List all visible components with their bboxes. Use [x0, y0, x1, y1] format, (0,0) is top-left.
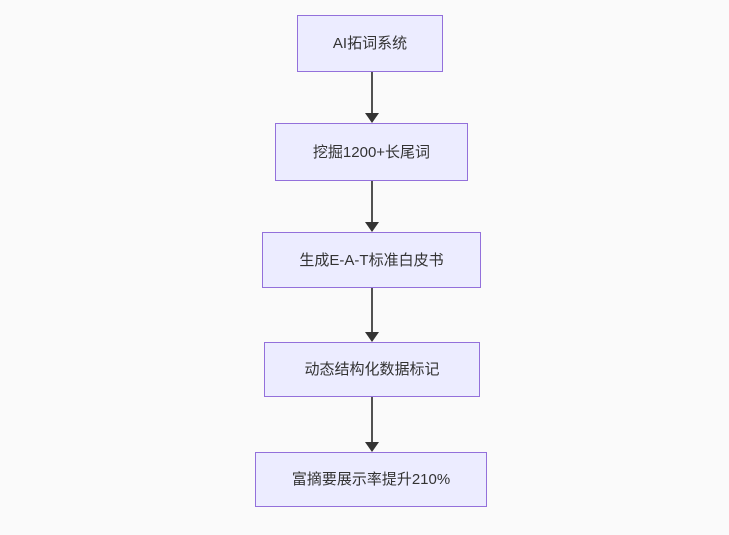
- flow-node-rich-snippet-result: 富摘要展示率提升210%: [255, 452, 487, 507]
- arrow-line: [371, 288, 373, 332]
- flow-node-label: AI拓词系统: [332, 35, 408, 52]
- arrow-line: [371, 181, 373, 222]
- arrow-line: [371, 397, 373, 442]
- flow-arrow-3: [364, 288, 380, 342]
- arrow-head-icon: [365, 332, 379, 342]
- flow-node-structured-data-markup: 动态结构化数据标记: [264, 342, 480, 397]
- arrow-head-icon: [365, 113, 379, 123]
- arrow-line: [371, 72, 373, 113]
- flow-arrow-4: [364, 397, 380, 452]
- flow-node-label: 生成E-A-T标准白皮书: [299, 251, 444, 269]
- flow-node-label: 富摘要展示率提升210%: [291, 471, 451, 488]
- flow-node-eat-whitepaper: 生成E-A-T标准白皮书: [262, 232, 481, 288]
- arrow-head-icon: [365, 442, 379, 452]
- flow-arrow-1: [364, 72, 380, 123]
- arrow-head-icon: [365, 222, 379, 232]
- flow-node-ai-word-expansion: AI拓词系统: [297, 15, 443, 72]
- flow-node-longtail-mining: 挖掘1200+长尾词: [275, 123, 468, 181]
- flow-arrow-2: [364, 181, 380, 232]
- flow-node-label: 动态结构化数据标记: [304, 361, 440, 378]
- flow-node-label: 挖掘1200+长尾词: [312, 143, 431, 161]
